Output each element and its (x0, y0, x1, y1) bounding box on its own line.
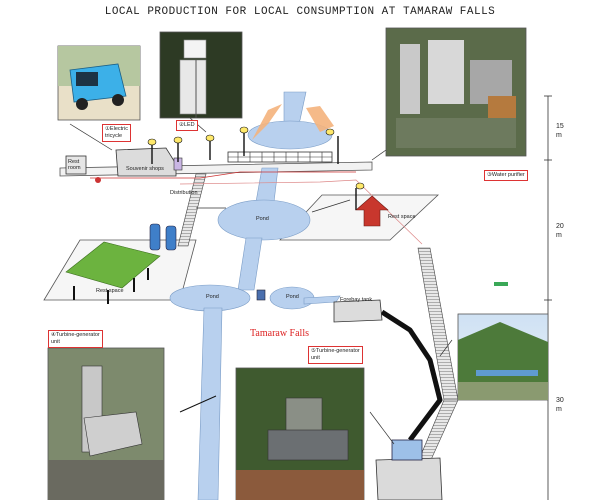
label-rest-room: Rest room (68, 159, 81, 171)
label-rest-space-right: Rest space (388, 214, 416, 220)
rest-space-roof-left (65, 241, 161, 289)
lamp-row (151, 130, 357, 210)
rest-space-pillars (73, 268, 149, 304)
walkway-grid (227, 151, 333, 163)
scale-middle: 20 m (556, 223, 564, 239)
wire-red (90, 171, 356, 179)
rest-space-roof-right (355, 195, 389, 227)
label-forebay-tank: Forebay tank (340, 297, 373, 303)
staircase-bottom (417, 399, 459, 463)
label-turbine-right: ⑤Turbine-generator unit (308, 346, 363, 364)
staircase-right (417, 247, 459, 401)
water-tank-2 (165, 225, 177, 251)
diagram-title: LOCAL PRODUCTION FOR LOCAL CONSUMPTION A… (104, 6, 496, 18)
label-tamaraw-falls: Tamaraw Falls (250, 328, 310, 339)
falls-water (197, 307, 223, 500)
photo-led (159, 31, 243, 119)
photo-turbine-right (235, 367, 365, 500)
label-pond-lower-left: Pond (206, 294, 219, 300)
label-electric-tricycle: ①Electric tricycle (102, 124, 131, 142)
lamp-heads (147, 126, 365, 190)
wire-gray-2 (311, 199, 351, 213)
scale-bottom: 30 m (556, 397, 564, 413)
valve-icon (95, 177, 101, 183)
label-distribution: Distribution (170, 190, 198, 196)
photo-water-purifier (385, 27, 527, 157)
scale-top: 15 m (556, 123, 564, 139)
stream-middle (237, 237, 263, 291)
label-pond-upper: Pond (256, 216, 269, 222)
photo-turbine-left (47, 347, 165, 500)
green-indicator (494, 282, 508, 286)
led-beam-right (306, 106, 334, 132)
forebay-tank-shape (333, 299, 383, 323)
pond-upper-shape (217, 199, 311, 241)
penstock-pipe (380, 309, 443, 442)
photo-electric-tricycle (57, 45, 141, 121)
mini-turbine (256, 289, 266, 301)
turbine-unit-box (391, 439, 423, 461)
height-scale (544, 95, 552, 500)
water-tank-1 (149, 223, 161, 251)
stream-upper (255, 167, 279, 203)
label-rest-space-left: Rest space (96, 288, 124, 294)
upper-platform (59, 161, 373, 177)
label-turbine-left: ④Turbine-generator unit (48, 330, 103, 348)
pipe-left-turbine (179, 395, 217, 413)
turbine-house (375, 457, 443, 500)
rest-room-building (65, 155, 87, 175)
leader-lines (69, 117, 453, 445)
label-water-purifier: ③Water purifier (484, 170, 528, 181)
label-led: ②LED (176, 120, 198, 131)
staircase-left (177, 173, 207, 247)
label-souvenir-shops: Souvenir shops (126, 166, 164, 172)
photo-landscape (457, 313, 549, 401)
wire-pink (179, 179, 423, 245)
label-pond-lower-right: Pond (286, 294, 299, 300)
led-beam-left (252, 104, 282, 140)
